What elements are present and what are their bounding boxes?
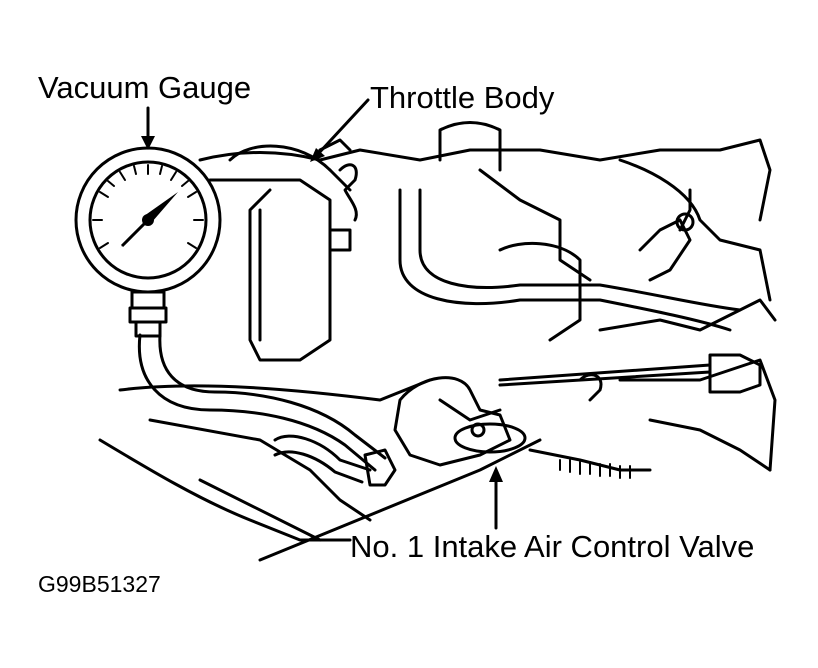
engine-background	[98, 121, 777, 562]
figure-code: G99B51327	[38, 571, 161, 597]
vacuum-gauge	[74, 146, 222, 338]
callout-arrows	[141, 98, 503, 530]
vacuum-hose	[137, 333, 397, 487]
throttle-body-label: Throttle Body	[370, 80, 555, 115]
vacuum-gauge-label: Vacuum Gauge	[38, 70, 252, 105]
intake-air-control-valve	[393, 353, 762, 467]
intake-valve-label: No. 1 Intake Air Control Valve	[350, 529, 755, 564]
throttle-body-shape	[228, 144, 352, 192]
